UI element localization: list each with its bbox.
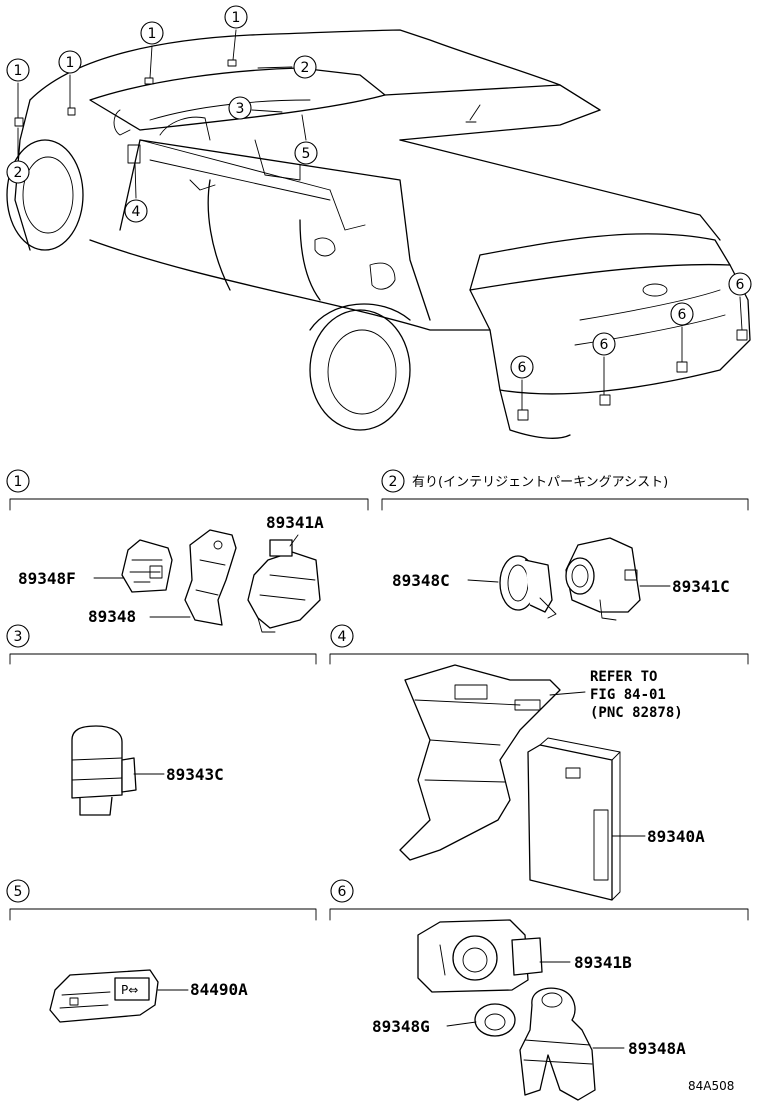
section-6-header: 6 [329, 879, 749, 921]
svg-text:(PNC 82878): (PNC 82878) [590, 705, 683, 721]
part-bracket-84-01 [399, 664, 561, 861]
label-89348C: 89348C [392, 571, 450, 590]
section-1-header: 1 [6, 469, 369, 511]
callout-1-roof: 1 [224, 5, 248, 29]
callout-6-rear-c: 6 [670, 302, 694, 326]
svg-text:1: 1 [14, 63, 23, 79]
svg-text:1: 1 [232, 10, 241, 26]
section-5-header: 5 [6, 879, 317, 921]
part-89341B-sensor [417, 919, 543, 993]
label-89340A: 89340A [647, 827, 705, 846]
leader-refer [549, 691, 586, 696]
svg-text:1: 1 [148, 26, 157, 42]
svg-text:REFER TO: REFER TO [590, 669, 657, 685]
svg-text:3: 3 [14, 629, 23, 645]
svg-text:5: 5 [302, 146, 311, 162]
svg-text:6: 6 [736, 277, 745, 293]
callout-1-dash: 1 [140, 21, 164, 45]
part-89348-bracket [184, 529, 237, 626]
callout-1-front-left: 1 [6, 58, 30, 82]
part-89348G-ring [474, 1003, 516, 1037]
label-89341C: 89341C [672, 577, 730, 596]
svg-text:6: 6 [678, 307, 687, 323]
svg-text:6: 6 [338, 884, 347, 900]
part-89341A-sensor [247, 539, 321, 633]
label-89348: 89348 [88, 607, 136, 626]
part-89348F-clip [121, 539, 173, 593]
callout-1-front-center: 1 [58, 50, 82, 74]
part-84490A-switch: P⇔ [49, 969, 159, 1023]
car-illustration [6, 29, 751, 439]
part-89341C-sensor [565, 537, 641, 621]
part-89348A-holder [519, 987, 596, 1101]
callout-2-roof: 2 [293, 55, 317, 79]
label-89343C: 89343C [166, 765, 224, 784]
callout-5: 5 [294, 141, 318, 165]
callout-4: 4 [124, 199, 148, 223]
svg-text:6: 6 [518, 360, 527, 376]
leader-89341A [289, 534, 299, 547]
svg-text:3: 3 [236, 101, 245, 117]
leader-89348G [446, 1021, 477, 1027]
svg-text:5: 5 [14, 884, 23, 900]
section-2-header: 2 有り(インテリジェントパーキングアシスト) [381, 469, 749, 511]
section-4-header: 4 [329, 624, 749, 665]
svg-text:4: 4 [132, 204, 141, 220]
callout-2-front-left: 2 [6, 160, 30, 184]
label-89341A: 89341A [266, 513, 324, 532]
svg-text:6: 6 [600, 337, 609, 353]
callout-3: 3 [228, 96, 252, 120]
callout-6-rear-d: 6 [728, 272, 752, 296]
label-84490A: 84490A [190, 980, 248, 999]
diagram-code: 84A508 [688, 1079, 734, 1093]
svg-text:2: 2 [14, 165, 23, 181]
svg-text:4: 4 [338, 629, 347, 645]
part-89343C-sensor [71, 725, 137, 816]
svg-text:FIG 84-01: FIG 84-01 [590, 687, 666, 703]
part-89340A-ecu [527, 737, 621, 901]
svg-text:2: 2 [301, 60, 310, 76]
switch-legend: P⇔ [121, 983, 138, 997]
part-89348C-retainer [499, 555, 557, 619]
svg-text:1: 1 [14, 474, 23, 490]
label-89348G: 89348G [372, 1017, 430, 1036]
refer-note: REFER TO FIG 84-01 (PNC 82878) [590, 669, 683, 721]
label-89348A: 89348A [628, 1039, 686, 1058]
section-3-header: 3 [6, 624, 317, 665]
label-89348F: 89348F [18, 569, 76, 588]
callout-6-rear-a: 6 [510, 355, 534, 379]
section-2-note: 有り(インテリジェントパーキングアシスト) [412, 475, 668, 490]
svg-text:1: 1 [66, 55, 75, 71]
leader-89348C [467, 579, 499, 583]
svg-text:2: 2 [389, 474, 398, 490]
label-89341B: 89341B [574, 953, 632, 972]
callout-6-rear-b: 6 [592, 332, 616, 356]
